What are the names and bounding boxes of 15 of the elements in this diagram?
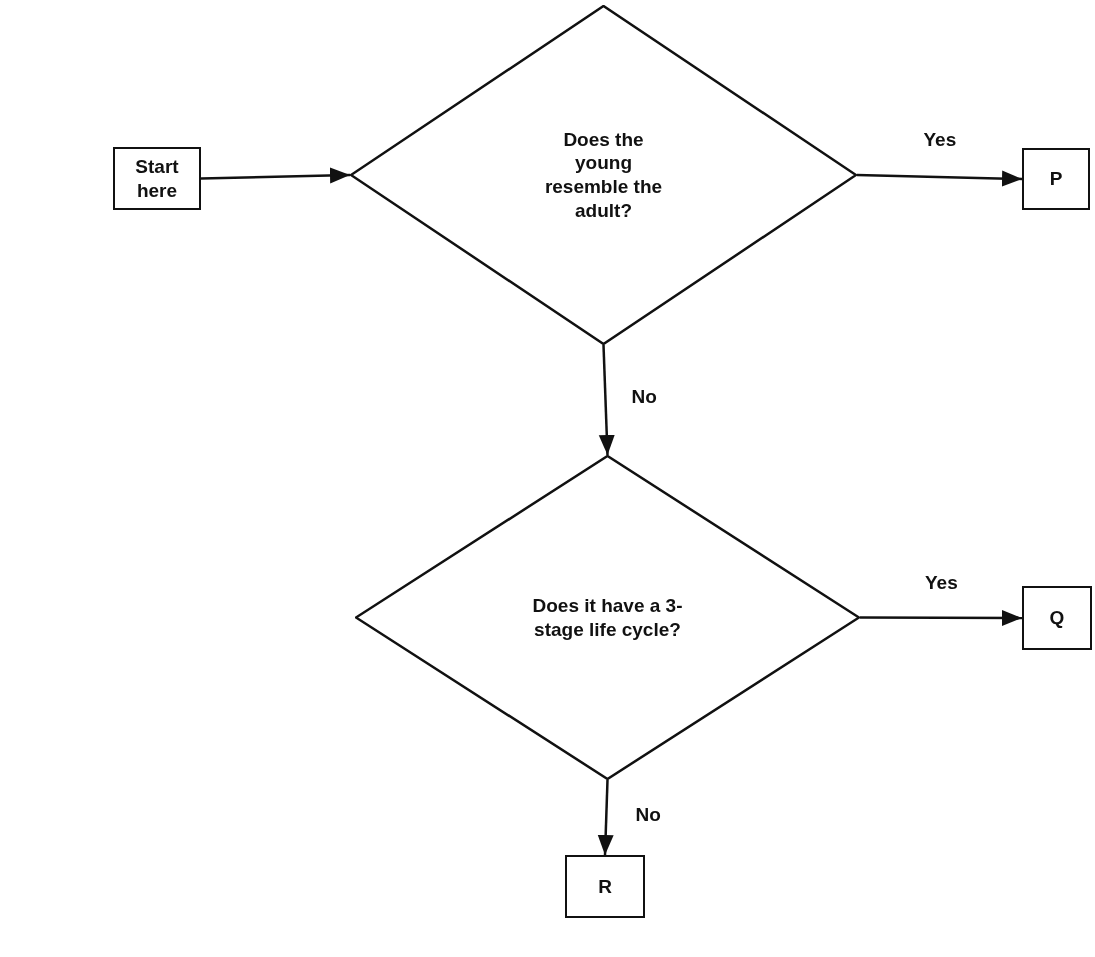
node-text: Does the young resemble the adult? [543,127,664,223]
arrow [860,609,1022,626]
process-box [565,855,645,918]
node-text: Does it have a 3-stage life cycle? [532,593,683,642]
process-box [1022,148,1090,210]
arrow [598,344,615,456]
node-text: R [598,874,612,899]
arrow [597,779,614,856]
process-box [1022,586,1092,650]
process-box [113,147,201,210]
node-text: Q [1049,606,1065,630]
arrow [856,170,1023,187]
arrow [200,167,351,184]
node-text: P [1049,167,1063,191]
node-text: Start here [134,154,180,203]
